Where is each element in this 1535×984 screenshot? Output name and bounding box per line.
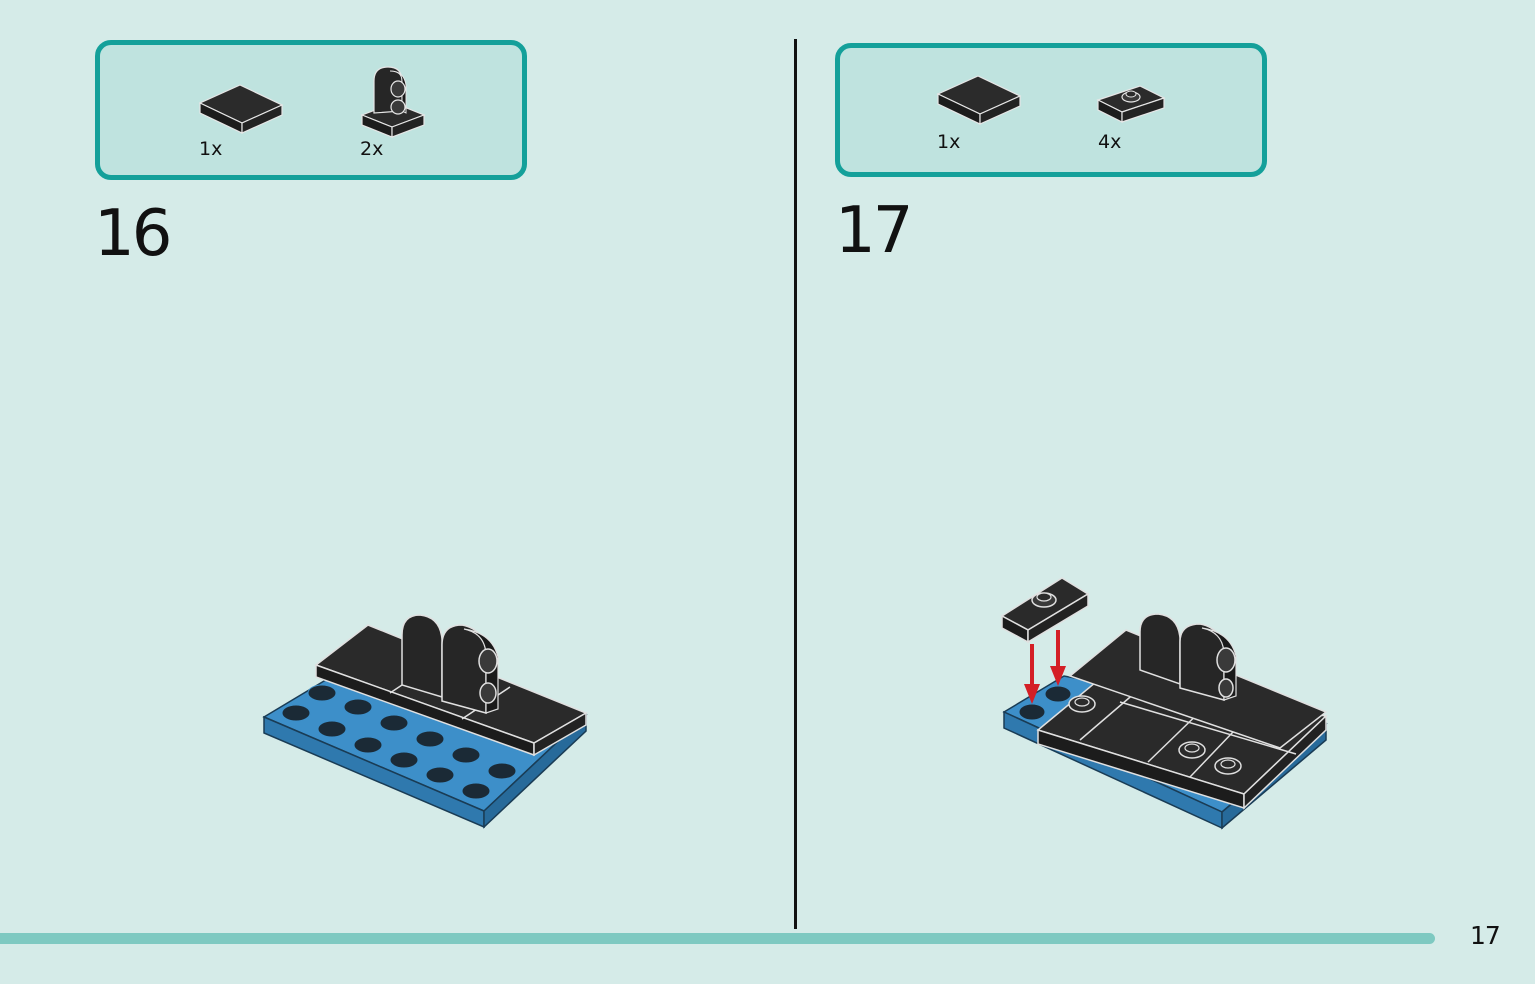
arrow-down-icon [1024,630,1066,704]
footer-bar [0,933,1435,944]
part-qty-label: 1x [199,138,223,160]
step-16-panel: 1x 2x 16 [0,0,795,930]
page-number: 17 [1470,921,1501,950]
jumper-plate-1x2-icon [1096,82,1166,128]
parts-callout-step-16: 1x 2x [95,40,527,180]
step-17-panel: 1x 4x 17 [797,0,1535,930]
part-qty-label: 2x [360,138,384,160]
assembly-illustration-step-17 [1000,572,1336,838]
panel-divider [794,39,797,929]
assembly-illustration-step-16 [258,605,598,839]
parts-callout-step-17: 1x 4x [835,43,1267,177]
flat-tile-2x2-icon [936,72,1024,128]
step-number: 17 [835,194,913,268]
part-qty-label: 4x [1098,131,1122,153]
step-number: 16 [94,197,172,271]
flat-tile-2x2-icon [198,81,286,137]
part-qty-label: 1x [937,131,961,153]
bracket-pin-hole-icon [358,63,428,141]
